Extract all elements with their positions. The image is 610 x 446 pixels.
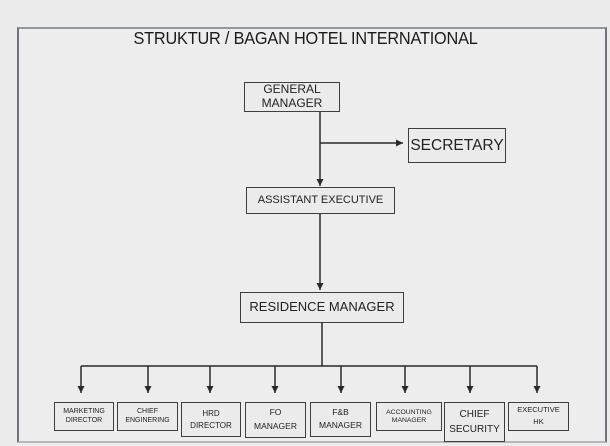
node-assistant-executive: ASSISTANT EXECUTIVE (246, 187, 395, 214)
node-residence-manager: RESIDENCE MANAGER (240, 292, 404, 323)
node-secretary: SECRETARY (408, 128, 506, 163)
node-general-manager: GENERAL MANAGER (244, 82, 340, 112)
chart-title: STRUKTUR / BAGAN HOTEL INTERNATIONAL (133, 28, 478, 48)
